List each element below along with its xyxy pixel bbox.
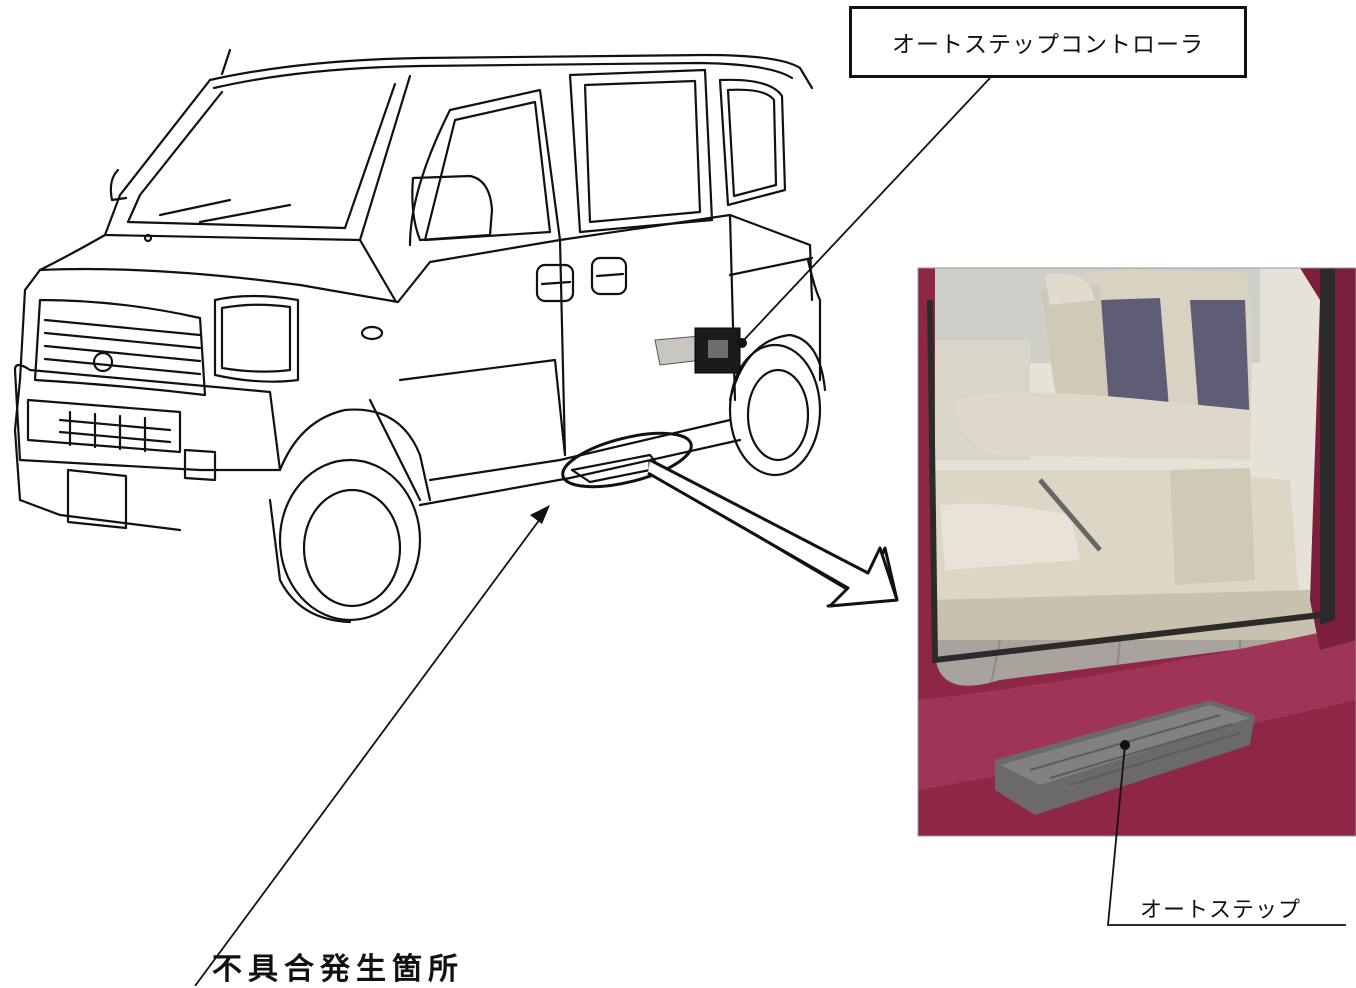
controller-leader-dot [737, 338, 747, 348]
defect-highlight-ellipse [561, 431, 693, 489]
controller-leader-line [741, 77, 991, 343]
auto-step-label: オートステップ [1140, 898, 1302, 923]
auto-step-photo [917, 267, 1356, 837]
controller-callout-box: オートステップコントローラ [849, 6, 1247, 78]
step-leader-line [1107, 744, 1346, 926]
defect-location-label: 不具合発生箇所 [212, 952, 464, 987]
controller-label: オートステップコントローラ [892, 32, 1204, 58]
van-illustration [13, 48, 827, 624]
defect-arrowhead-icon [530, 505, 550, 524]
controller-unit-icon [654, 327, 741, 374]
defect-leader-line [194, 514, 544, 986]
